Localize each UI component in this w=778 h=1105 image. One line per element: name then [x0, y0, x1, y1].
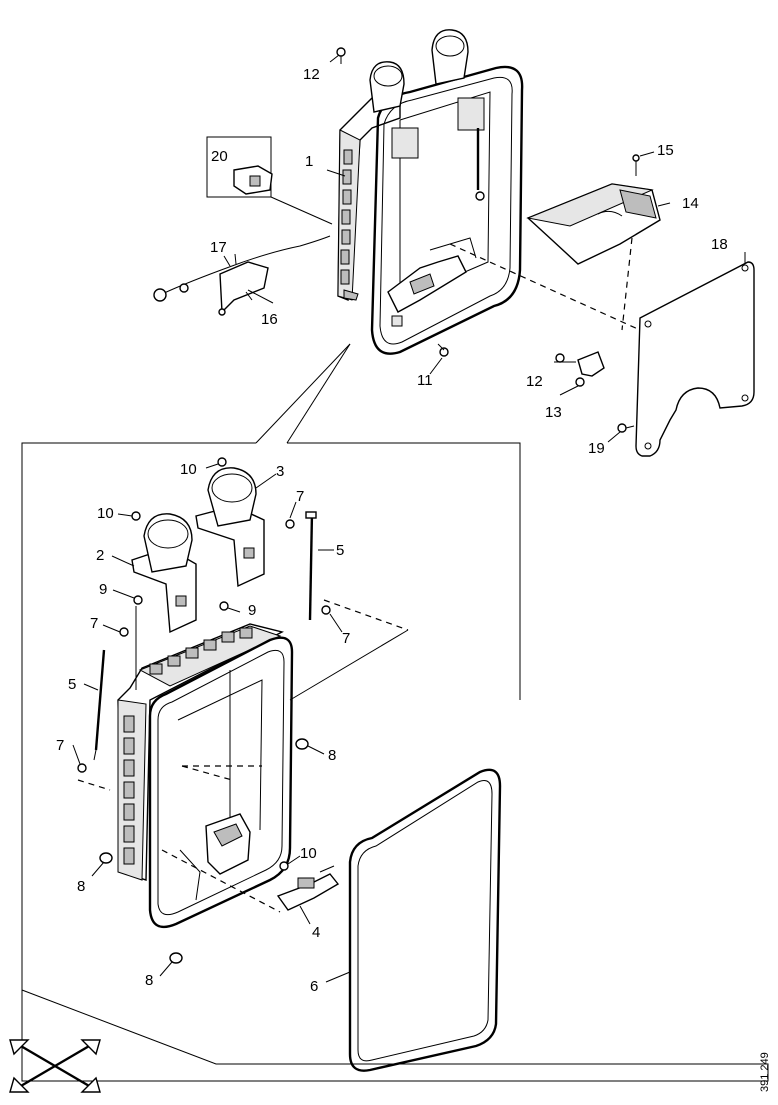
screw-15 — [632, 151, 655, 176]
callout-2: 2 — [96, 547, 104, 564]
callout-5-a: 5 — [336, 542, 344, 559]
bracket-13 — [554, 351, 605, 387]
housing-assembly-top — [337, 29, 524, 355]
screw-11 — [437, 343, 449, 357]
callout-10-c: 10 — [300, 845, 317, 862]
callout-10-a: 10 — [180, 461, 197, 478]
callout-19: 19 — [588, 440, 605, 457]
callout-20: 20 — [211, 148, 228, 165]
side-slots-top — [340, 149, 353, 285]
callout-15: 15 — [657, 142, 674, 159]
callout-9-a: 9 — [99, 581, 107, 598]
callout-3: 3 — [276, 463, 284, 480]
callout-1: 1 — [305, 153, 313, 170]
callout-4: 4 — [312, 924, 320, 941]
housing-assembly-detail — [77, 457, 409, 964]
callout-10-b: 10 — [97, 505, 114, 522]
callout-13: 13 — [545, 404, 562, 421]
callout-16: 16 — [261, 311, 278, 328]
callout-8-b: 8 — [77, 878, 85, 895]
callout-7-a: 7 — [296, 488, 304, 505]
callout-14: 14 — [682, 195, 699, 212]
screw-12-top — [329, 47, 346, 64]
side-slots-detail — [123, 715, 135, 865]
callout-17: 17 — [210, 239, 227, 256]
callout-7-c: 7 — [342, 630, 350, 647]
callout-labels: 12 1 20 17 16 15 14 18 11 12 13 19 10 3 … — [56, 66, 728, 995]
callout-8-c: 8 — [145, 972, 153, 989]
callout-9-b: 9 — [248, 602, 256, 619]
callout-8-a: 8 — [328, 747, 336, 764]
callout-6: 6 — [310, 978, 318, 995]
four-way-arrows-icon — [9, 1039, 101, 1093]
detail-zoom-frame — [21, 442, 769, 1082]
callout-18: 18 — [711, 236, 728, 253]
door-gasket-6 — [348, 768, 502, 1072]
callout-7-b: 7 — [90, 615, 98, 632]
callout-11: 11 — [417, 372, 433, 389]
callout-5-b: 5 — [68, 676, 76, 693]
terminal-blocks — [149, 627, 253, 675]
callout-12-bottom: 12 — [526, 373, 543, 390]
callout-12-top: 12 — [303, 66, 320, 83]
screw-19 — [617, 423, 635, 433]
plate-18 — [635, 261, 755, 457]
callout-7-d: 7 — [56, 737, 64, 754]
drawing-code: 391 249 — [759, 1052, 771, 1092]
connector-box-20 — [206, 136, 333, 225]
cover-14 — [526, 183, 661, 265]
cable-17-16 — [153, 235, 331, 316]
